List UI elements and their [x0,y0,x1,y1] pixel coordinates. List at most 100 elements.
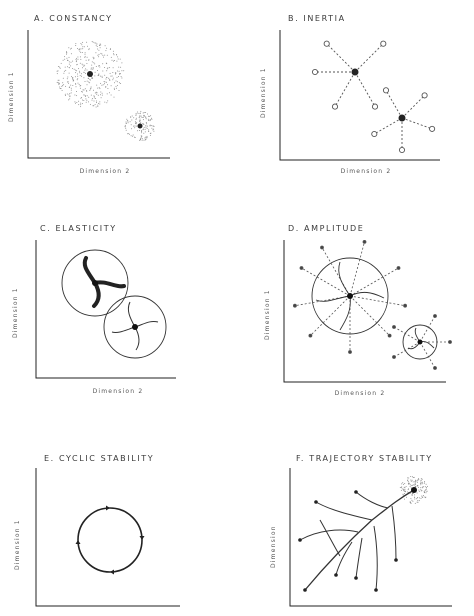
perturbation-tip [292,303,297,308]
stipple-dot [77,82,79,84]
stipple-dot [139,116,141,118]
stipple-dot [117,56,119,58]
panel-title: C. ELASTICITY [40,224,117,233]
stipple-dot [404,493,405,494]
stipple-dot [92,41,94,43]
stipple-dot [414,482,416,484]
stipple-dot [79,87,81,89]
stipple-dot [145,138,147,140]
stipple-dot [412,500,414,502]
stipple-dot [425,486,427,488]
stipple-dot [93,105,95,107]
stipple-dot [99,66,101,68]
stipple-dot [101,84,103,86]
stipple-dot [82,99,83,101]
panel-title: E. CYCLIC STABILITY [44,454,155,463]
stipple-dot [113,53,114,55]
basin-circle-1 [61,249,129,317]
stipple-dot [141,117,143,118]
stipple-dot [79,48,81,50]
stipple-dot [94,42,96,44]
stipple-dot [63,84,65,86]
stipple-dot [75,69,77,71]
perturbation-tip [371,103,379,110]
stipple-dot [127,133,129,135]
stipple-dot [418,500,420,502]
stipple-dot [141,139,143,141]
panel-title: F. TRAJECTORY STABILITY [296,454,433,463]
stipple-dot [95,100,97,102]
stipple-dot [86,90,88,92]
stipple-dot [140,115,142,117]
stipple-dot [411,493,413,495]
stipple-dot [404,488,406,490]
stipple-dot [149,124,151,126]
stipple-dot [125,127,127,129]
stipple-dot [421,481,423,483]
stipple-dot [102,84,104,86]
stipple-dot [148,115,150,117]
stipple-dot [97,87,99,89]
stipple-dot [114,82,115,84]
stipple-dot [139,130,140,131]
stipple-dot [100,91,102,93]
stipple-dot [149,125,151,127]
stipple-dot [106,54,108,56]
stipple-dot [400,487,402,489]
stipple-dot [107,84,108,86]
stipple-dot [57,66,59,67]
stipple-dot [423,482,425,484]
stipple-dot [68,87,70,88]
stipple-dot [78,83,80,85]
stipple-dot [144,137,146,139]
stipple-dot [84,95,86,97]
stipple-dot [89,89,91,91]
stipple-dot [99,75,101,77]
stipple-dot [100,52,102,54]
stipple-dot [421,490,423,492]
stipple-dot [92,68,94,70]
stipple-dot [66,93,68,95]
stipple-dot [84,64,86,66]
stipple-dot [129,133,130,135]
stipple-dot [86,69,88,71]
stipple-dot [80,51,82,53]
stipple-dot [82,91,83,93]
stipple-dot [70,92,72,94]
stipple-dot [95,52,97,54]
stipple-dot [64,93,66,95]
stipple-dot [135,117,137,119]
stipple-dot [96,93,98,95]
stipple-dot [67,66,68,68]
stipple-dot [420,498,422,499]
stipple-dot [403,483,405,485]
stipple-dot [84,55,86,57]
stipple-dot [417,500,419,501]
stipple-dot [73,79,75,81]
stipple-dot [105,86,107,88]
stipple-dot [106,102,108,104]
stipple-dot [425,483,427,485]
x-axis-label: Dimension 2 [79,168,131,175]
stipple-dot [422,486,424,488]
stipple-dot [113,54,115,56]
stipple-dot [72,68,74,69]
perturbation-spoke [419,315,436,343]
perturbation-tip [433,314,437,318]
stipple-dot [420,484,422,486]
stipple-dot [109,72,111,74]
stipple-dot [141,138,143,140]
stipple-dot [410,503,412,504]
stipple-dot [140,122,142,124]
stipple-dot [91,78,93,79]
stipple-dot [140,137,142,139]
stipple-dot [75,72,77,74]
state-point-1 [92,280,98,286]
stipple-dot [109,78,111,80]
stipple-dot [102,63,104,65]
stipple-dot [97,105,99,107]
stipple-dot [73,68,75,70]
